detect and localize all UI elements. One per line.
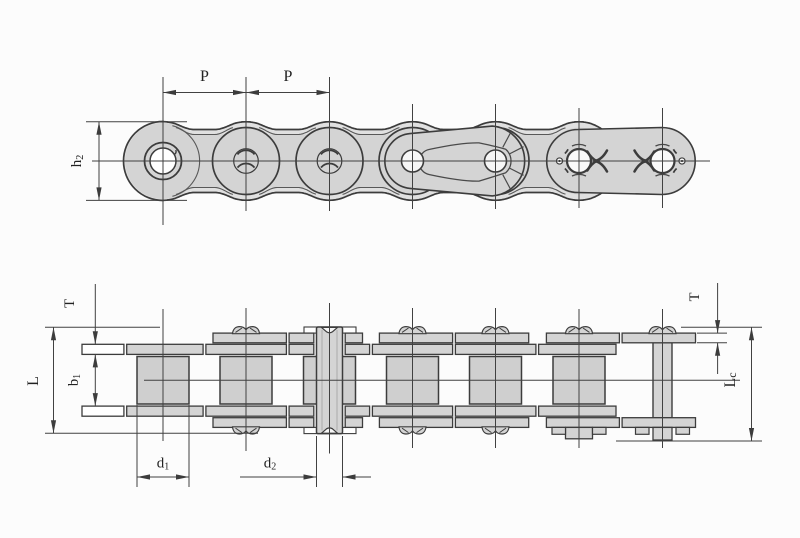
svg-text:L: L: [25, 376, 42, 386]
svg-text:P: P: [200, 68, 209, 85]
svg-text:T: T: [687, 292, 703, 301]
svg-text:Lc: Lc: [722, 372, 739, 387]
svg-text:T: T: [62, 299, 78, 308]
svg-text:P: P: [284, 68, 293, 85]
